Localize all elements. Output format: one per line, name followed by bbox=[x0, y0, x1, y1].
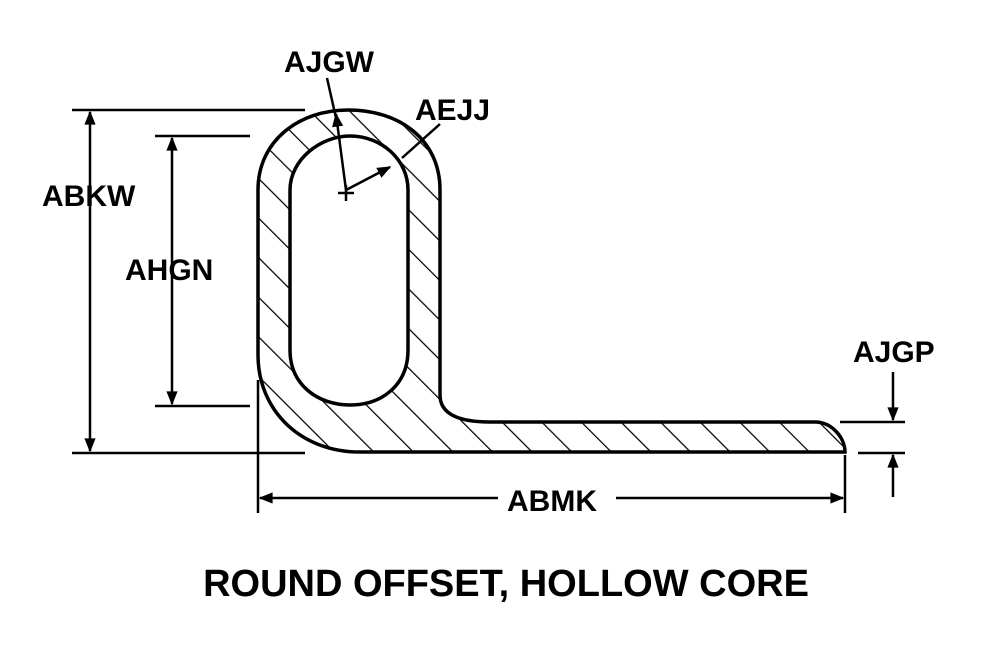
label-ahgn: AHGN bbox=[125, 254, 213, 287]
label-ajgp: AJGP bbox=[853, 336, 935, 369]
label-aejj: AEJJ bbox=[415, 94, 490, 127]
diagram-title: ROUND OFFSET, HOLLOW CORE bbox=[203, 563, 809, 605]
profile-outline bbox=[256, 108, 847, 454]
label-abmk: ABMK bbox=[507, 485, 597, 518]
profile-section bbox=[256, 108, 847, 454]
label-ajgw: AJGW bbox=[284, 46, 375, 79]
ajgw-leader bbox=[325, 77, 338, 119]
aejj-arrow bbox=[345, 165, 392, 192]
extension-lines bbox=[72, 108, 905, 513]
ajgw-radius-arrow bbox=[332, 112, 348, 191]
label-abkw: ABKW bbox=[42, 180, 136, 213]
dimension-labels: AJGW AEJJ ABKW AHGN AJGP ABMK ROUND OFFS… bbox=[42, 46, 935, 605]
dimension-lines bbox=[84, 77, 899, 504]
aejj-leader bbox=[401, 123, 441, 159]
